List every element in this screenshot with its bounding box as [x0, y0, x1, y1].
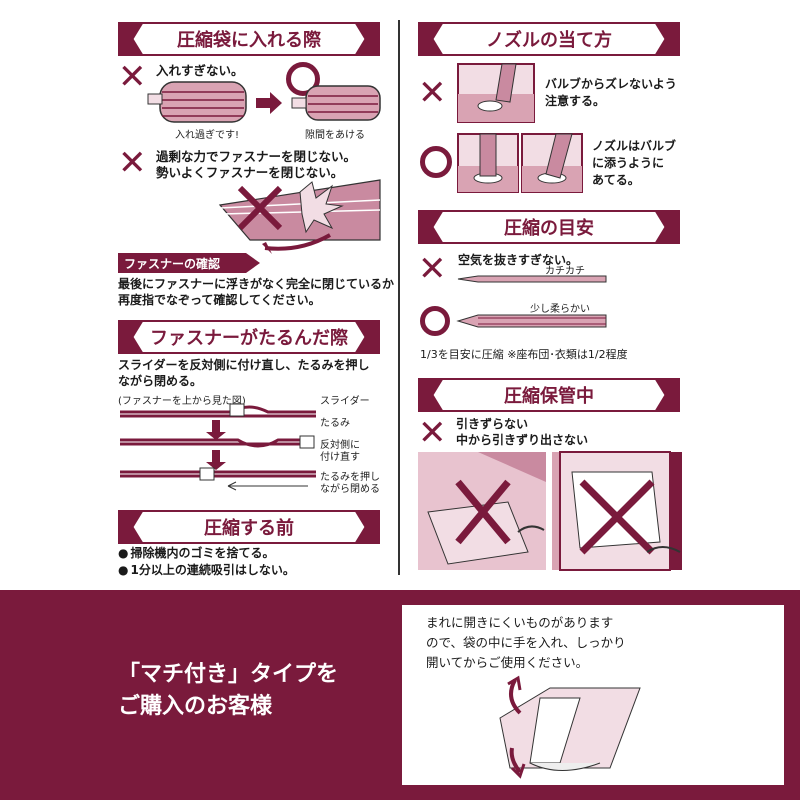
before-bullet-2: 1分以上の連続吸引はしない。 — [118, 562, 294, 579]
drag-bag-illustration — [418, 452, 546, 570]
nozzle-misaligned-illustration — [457, 63, 535, 123]
header-title: 圧縮袋に入れる際 — [177, 30, 321, 51]
slider-label: スライダー — [320, 396, 370, 407]
ng-force-text-1: 過剰な力でファスナーを閉じない。 — [156, 149, 357, 164]
nozzle-ng-text-1: バルブからズレないよう — [545, 77, 677, 91]
slack-instruction-2: ながら閉める。 — [118, 374, 203, 388]
nozzle-ng-text-2: 注意する。 — [545, 94, 606, 108]
proper-bag-illustration — [291, 85, 381, 121]
ng-cross-icon: ✕ — [418, 249, 447, 289]
header-compress-guide: 圧縮の目安 — [418, 210, 680, 244]
zipper-check-header: ファスナーの確認 — [118, 253, 260, 273]
gusset-headline-1: 「マチ付き」タイプを — [118, 662, 339, 687]
gusset-note-1: まれに開きにくいものがあります — [426, 615, 614, 630]
header-title: 圧縮保管中 — [504, 386, 594, 407]
press-label-2: ながら閉める — [320, 484, 380, 495]
header-zipper-slack: ファスナーがたるんだ際 — [118, 320, 380, 354]
soft-label: 少し柔らかい — [530, 304, 590, 315]
header-title: ノズルの当て方 — [486, 30, 612, 51]
overfill-label: 入れ過ぎです! — [175, 130, 240, 141]
zipper-check-line-1: 最後にファスナーに浮きがなく完全に閉じているか — [118, 277, 395, 291]
proper-compressed-bag — [456, 314, 607, 328]
header-title: ファスナーがたるんだ際 — [150, 328, 348, 349]
zipper-check-line-2: 再度指でなぞって確認してください。 — [118, 293, 321, 307]
slack-label: たるみ — [320, 418, 350, 429]
pull-out-bag-illustration — [552, 451, 682, 571]
ok-circle-icon — [420, 306, 450, 336]
hard-label: カチカチ — [545, 266, 585, 277]
ok-circle-icon — [420, 146, 452, 178]
nozzle-ok-text-3: あてる。 — [592, 173, 640, 187]
header-storage: 圧縮保管中 — [418, 378, 680, 412]
nozzle-ok-text-1: ノズルはバルブ — [592, 139, 677, 153]
gusset-headline-2: ご購入のお客様 — [118, 694, 273, 719]
ng-cross-icon: ✕ — [118, 143, 147, 183]
view-label: (ファスナーを上から見た図) — [118, 396, 246, 407]
header-title: 圧縮する前 — [204, 518, 294, 539]
before-bullet-1: 掃除機内のゴミを捨てる。 — [118, 545, 274, 562]
over-compressed-bag — [457, 275, 607, 283]
nozzle-aligned-illustration-1 — [457, 133, 519, 193]
arrow-right-icon — [256, 92, 282, 114]
reattach-label-1: 反対側に — [320, 440, 360, 451]
gap-label: 隙間をあける — [305, 130, 365, 141]
column-divider — [398, 20, 400, 575]
compress-ng-text: 空気を抜きすぎない。 — [458, 253, 579, 267]
gusset-note-2: ので、袋の中に手を入れ、しっかり — [426, 635, 626, 650]
header-nozzle: ノズルの当て方 — [418, 22, 680, 56]
ng-cross-icon: ✕ — [418, 73, 447, 113]
nozzle-aligned-illustration-2 — [521, 133, 583, 193]
zipper-force-illustration — [218, 179, 381, 254]
overfilled-bag-illustration — [147, 81, 247, 123]
nozzle-ok-text-2: に添うように — [592, 156, 665, 170]
compress-ratio-note: 1/3を目安に圧縮 ※座布団･衣類は1/2程度 — [420, 348, 628, 361]
header-before-compress: 圧縮する前 — [118, 510, 380, 544]
header-title: 圧縮の目安 — [504, 218, 594, 239]
storage-ng-text-2: 中から引きずり出さない — [456, 433, 589, 447]
ng-cross-icon: ✕ — [118, 57, 147, 97]
ng-force-text-2: 勢いよくファスナーを閉じない。 — [156, 165, 344, 180]
storage-ng-text-1: 引きずらない — [456, 417, 529, 431]
press-label-1: たるみを押し — [320, 472, 380, 483]
slack-instruction-1: スライダーを反対側に付け直し、たるみを押し — [118, 358, 370, 372]
gusset-note-3: 開いてからご使用ください。 — [426, 655, 589, 670]
ng-overfill-text: 入れすぎない。 — [156, 63, 244, 78]
header-compress-bag: 圧縮袋に入れる際 — [118, 22, 380, 56]
open-gusset-illustration — [499, 675, 641, 779]
ok-circle-icon — [286, 62, 320, 96]
reattach-label-2: 付け直す — [320, 452, 360, 463]
zipper-slack-diagram — [120, 403, 316, 491]
ng-cross-icon: ✕ — [418, 413, 447, 453]
